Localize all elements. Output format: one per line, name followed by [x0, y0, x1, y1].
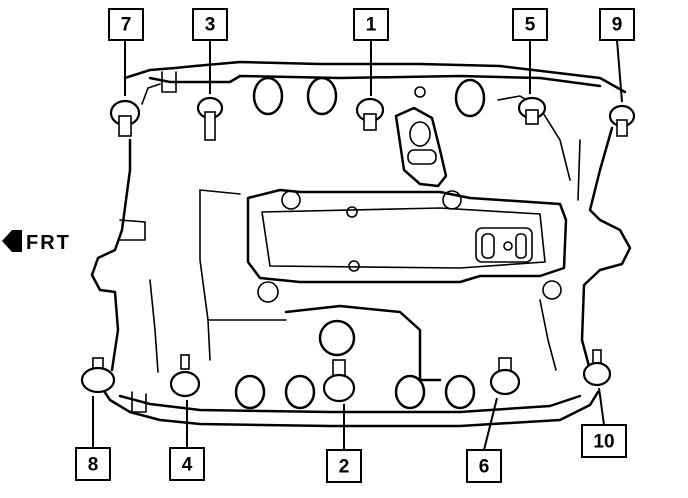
callout-3-label: 3	[205, 15, 216, 36]
callout-9-label: 9	[612, 15, 623, 36]
center-plenum	[246, 188, 568, 303]
callout-4: 4	[169, 447, 205, 481]
bolt-8	[80, 357, 116, 394]
front-direction-indicator: FRT	[2, 230, 71, 254]
front-arrow-icon	[2, 230, 22, 252]
callout-8-label: 8	[88, 455, 99, 476]
callout-5-label: 5	[525, 15, 536, 36]
bolt-5	[517, 96, 547, 125]
bolt-4	[169, 354, 201, 398]
callout-1-label: 1	[366, 15, 377, 36]
upper-bolts	[109, 96, 636, 141]
callout-leaders	[92, 39, 623, 451]
callout-1: 1	[353, 8, 389, 41]
bolt-3	[196, 96, 224, 141]
callout-7: 7	[108, 8, 144, 41]
callout-2-label: 2	[339, 457, 350, 478]
bolt-10	[582, 349, 612, 387]
callout-4-label: 4	[182, 455, 193, 476]
callout-6: 6	[466, 449, 502, 483]
front-label: FRT	[26, 232, 71, 254]
upper-intake-runners	[234, 76, 486, 410]
callout-10: 10	[581, 424, 627, 458]
bolt-9	[608, 104, 636, 137]
bolt-7	[109, 99, 141, 137]
bolt-2	[322, 359, 356, 403]
bolt-6	[489, 357, 521, 396]
callout-6-label: 6	[479, 457, 490, 478]
lower-manifold-detail	[149, 139, 581, 382]
callout-10-label: 10	[593, 432, 614, 453]
callout-8: 8	[75, 447, 111, 481]
callout-7-label: 7	[121, 15, 132, 36]
callout-2: 2	[326, 449, 362, 483]
callout-9: 9	[599, 8, 635, 41]
lower-bolts	[80, 349, 612, 403]
callout-5: 5	[512, 8, 548, 41]
bolt-1	[355, 97, 385, 131]
manifold-outline	[90, 60, 632, 428]
callout-3: 3	[192, 8, 228, 41]
